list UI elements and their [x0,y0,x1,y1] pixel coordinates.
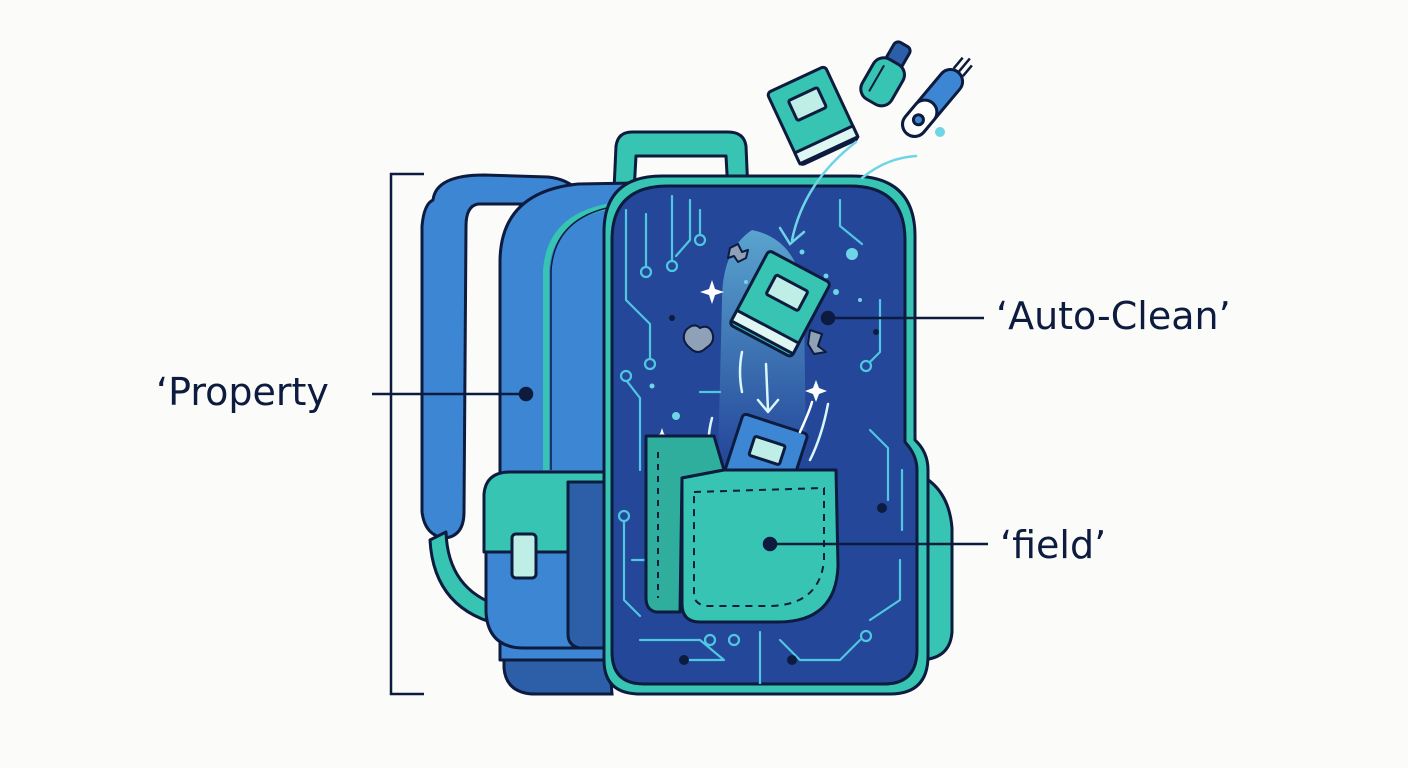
circuit-trace-icon [622,194,904,684]
particle-dots [649,248,862,420]
property-label: ‘Property [156,370,329,414]
circuit-node [617,233,873,647]
book-icon [766,65,860,166]
particle-dot-dark [669,315,675,321]
particle-dot [935,127,945,137]
front-left-pocket [482,470,620,650]
circuit-node [679,655,689,665]
auto-clean-leader-dot [820,310,836,326]
field-label: ‘field’ [1000,523,1107,567]
leader-lines [372,310,988,552]
field-pocket [644,400,840,624]
trajectory-arrow [778,140,918,246]
pocket-clasp [510,532,538,580]
dust-icon [682,243,827,355]
auto-clean-label: ‘Auto-Clean’ [996,294,1231,338]
property-leader-dot [518,386,534,402]
book-icon [729,250,831,358]
circuit-node [877,503,887,513]
shaker-icon [859,40,912,108]
particle-dot-dark [873,329,879,335]
field-leader-dot [762,536,778,552]
property-bracket [389,172,424,696]
circuit-node [787,655,797,665]
pen-icon [901,56,973,138]
